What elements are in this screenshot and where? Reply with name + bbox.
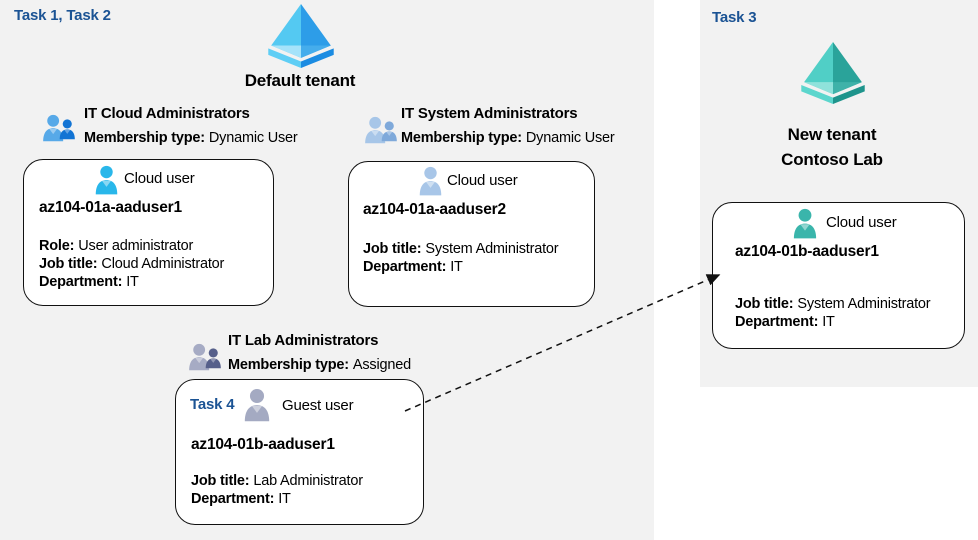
membership-type-label: Membership type: bbox=[401, 130, 522, 146]
field-value: IT bbox=[278, 491, 291, 507]
field-label: Job title: bbox=[39, 256, 98, 272]
membership-type-value: Assigned bbox=[352, 357, 411, 373]
task-label-left: Task 1, Task 2 bbox=[14, 7, 111, 24]
field-row-role: Role:User administrator bbox=[39, 237, 224, 255]
field-label: Role: bbox=[39, 238, 75, 254]
membership-type-label: Membership type: bbox=[228, 357, 349, 373]
user-type-label: Cloud user bbox=[447, 172, 518, 189]
field-value: System Administrator bbox=[425, 241, 559, 257]
field-label: Department: bbox=[363, 259, 447, 275]
group-people-blue-icon bbox=[42, 113, 76, 143]
field-label: Department: bbox=[735, 314, 819, 330]
user-card-cloud-user-2: Cloud user az104-01a-aaduser2 Job title:… bbox=[348, 161, 595, 307]
user-card-new-tenant-cloud-user: Cloud user az104-01b-aaduser1 Job title:… bbox=[712, 202, 965, 349]
field-row-job-title: Job title:Lab Administrator bbox=[191, 472, 363, 490]
group-title-it-lab-administrators: IT Lab Administrators bbox=[228, 332, 379, 349]
user-name: az104-01b-aaduser1 bbox=[191, 436, 335, 453]
user-type-label: Guest user bbox=[282, 397, 354, 414]
field-row-department: Department:IT bbox=[191, 490, 363, 508]
user-name: az104-01a-aaduser1 bbox=[39, 199, 182, 216]
field-label: Department: bbox=[191, 491, 275, 507]
new-tenant-title-line2: Contoso Lab bbox=[781, 150, 883, 169]
person-teal-icon bbox=[792, 208, 818, 239]
membership-type-value: Dynamic User bbox=[525, 130, 615, 146]
azure-ad-blue-icon bbox=[263, 4, 339, 68]
field-row-job-title: Job title:System Administrator bbox=[735, 295, 931, 313]
new-tenant-title-line1: New tenant bbox=[787, 125, 877, 144]
azure-ad-teal-icon bbox=[797, 42, 869, 104]
field-label: Job title: bbox=[363, 241, 422, 257]
field-value: Cloud Administrator bbox=[101, 256, 225, 272]
field-value: User administrator bbox=[78, 238, 194, 254]
user-type-label: Cloud user bbox=[826, 214, 897, 231]
user-type-label: Cloud user bbox=[124, 170, 195, 187]
person-steel-icon bbox=[418, 166, 443, 196]
field-value: IT bbox=[822, 314, 835, 330]
user-name: az104-01b-aaduser1 bbox=[735, 243, 879, 260]
field-value: IT bbox=[126, 274, 139, 290]
field-row-department: Department:IT bbox=[39, 273, 224, 291]
field-row-job-title: Job title:Cloud Administrator bbox=[39, 255, 224, 273]
group-title-it-system-administrators: IT System Administrators bbox=[401, 105, 578, 122]
field-row-department: Department:IT bbox=[735, 313, 930, 331]
group-membership-it-lab-administrators: Membership type:Assigned bbox=[228, 357, 411, 373]
person-cyan-icon bbox=[94, 165, 119, 195]
group-people-steel-icon bbox=[364, 115, 398, 145]
group-title-it-cloud-administrators: IT Cloud Administrators bbox=[84, 105, 250, 122]
field-value: System Administrator bbox=[797, 296, 931, 312]
field-row-job-title: Job title:System Administrator bbox=[363, 240, 559, 258]
field-value: Lab Administrator bbox=[253, 473, 363, 489]
default-tenant-title: Default tenant bbox=[244, 71, 356, 90]
user-card-cloud-user-1: Cloud user az104-01a-aaduser1 Role:User … bbox=[23, 159, 274, 306]
field-label: Job title: bbox=[191, 473, 250, 489]
task-label-right: Task 3 bbox=[712, 9, 757, 26]
user-fields: Job title:System Administrator Departmen… bbox=[363, 240, 559, 276]
group-membership-it-cloud-administrators: Membership type:Dynamic User bbox=[84, 130, 298, 146]
field-label: Department: bbox=[39, 274, 123, 290]
new-tenant-title: New tenant Contoso Lab bbox=[762, 122, 902, 172]
group-people-gray-icon bbox=[188, 342, 222, 372]
field-row-department: Department:IT bbox=[363, 258, 558, 276]
membership-type-value: Dynamic User bbox=[208, 130, 298, 146]
user-fields: Job title:System Administrator Departmen… bbox=[735, 295, 931, 331]
membership-type-label: Membership type: bbox=[84, 130, 205, 146]
user-card-guest-user: Task 4 Guest user az104-01b-aaduser1 Job… bbox=[175, 379, 424, 525]
field-value: IT bbox=[450, 259, 463, 275]
task-label-guest: Task 4 bbox=[190, 396, 235, 413]
field-label: Job title: bbox=[735, 296, 794, 312]
group-membership-it-system-administrators: Membership type:Dynamic User bbox=[401, 130, 615, 146]
person-gray-icon bbox=[242, 388, 272, 422]
user-name: az104-01a-aaduser2 bbox=[363, 201, 506, 218]
user-fields: Job title:Lab Administrator Department:I… bbox=[191, 472, 363, 508]
user-fields: Role:User administrator Job title:Cloud … bbox=[39, 237, 224, 291]
